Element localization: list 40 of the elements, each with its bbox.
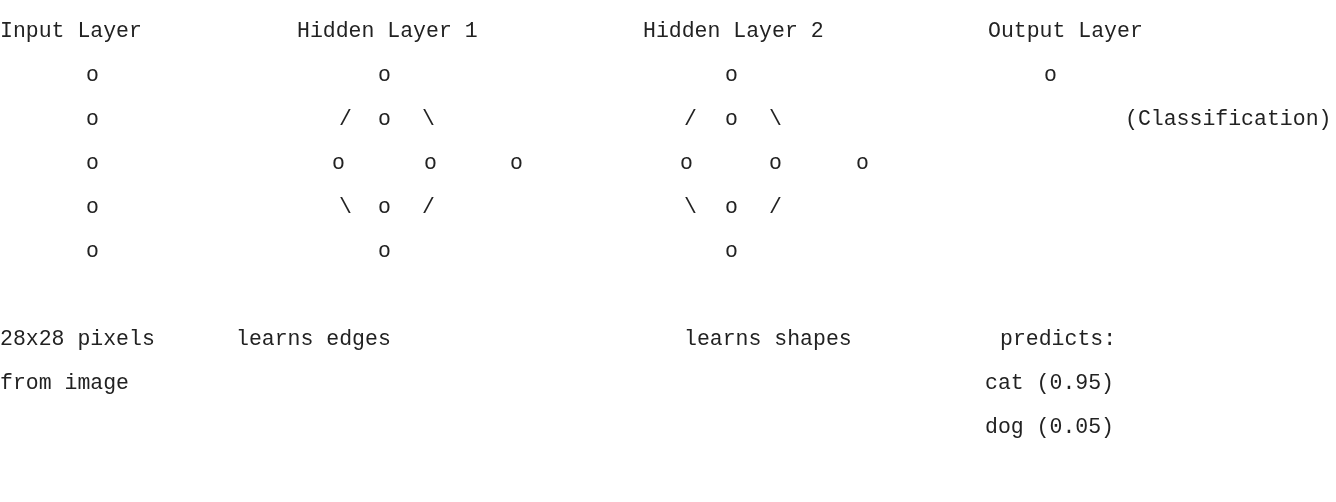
layer-caption: dog (0.05)	[985, 414, 1115, 440]
layer-heading: Output Layer	[988, 18, 1143, 44]
neuron-glyph: o	[725, 62, 738, 88]
layer-heading: Input Layer	[0, 18, 142, 44]
neuron-glyph: o	[86, 106, 99, 132]
layer-caption: learns edges	[236, 326, 391, 352]
neuron-glyph: o	[725, 106, 738, 132]
neuron-glyph: o	[86, 238, 99, 264]
layer-caption: 28x28 pixels	[0, 326, 155, 352]
neuron-glyph: o	[86, 62, 99, 88]
neuron-glyph: o	[424, 150, 437, 176]
layer-caption: learns shapes	[684, 326, 852, 352]
layer-caption: (Classification)	[1125, 106, 1332, 132]
neuron-glyph: o	[769, 150, 782, 176]
neuron-glyph: o	[378, 194, 391, 220]
neuron-glyph: o	[86, 194, 99, 220]
connection-glyph: \	[339, 194, 352, 220]
layer-caption: predicts:	[1000, 326, 1117, 352]
neuron-glyph: o	[378, 62, 391, 88]
connection-glyph: \	[422, 106, 435, 132]
connection-glyph: /	[684, 106, 697, 132]
layer-caption: cat (0.95)	[985, 370, 1115, 396]
neuron-glyph: o	[725, 194, 738, 220]
neuron-glyph: o	[1044, 62, 1057, 88]
neuron-glyph: o	[856, 150, 869, 176]
neuron-glyph: o	[725, 238, 738, 264]
connection-glyph: \	[769, 106, 782, 132]
connection-glyph: /	[422, 194, 435, 220]
layer-caption: from image	[0, 370, 130, 396]
layer-heading: Hidden Layer 2	[643, 18, 824, 44]
connection-glyph: /	[339, 106, 352, 132]
neuron-glyph: o	[378, 106, 391, 132]
neuron-glyph: o	[86, 150, 99, 176]
connection-glyph: /	[769, 194, 782, 220]
neuron-glyph: o	[510, 150, 523, 176]
neuron-glyph: o	[332, 150, 345, 176]
connection-glyph: \	[684, 194, 697, 220]
neuron-glyph: o	[378, 238, 391, 264]
layer-heading: Hidden Layer 1	[297, 18, 478, 44]
neuron-glyph: o	[680, 150, 693, 176]
